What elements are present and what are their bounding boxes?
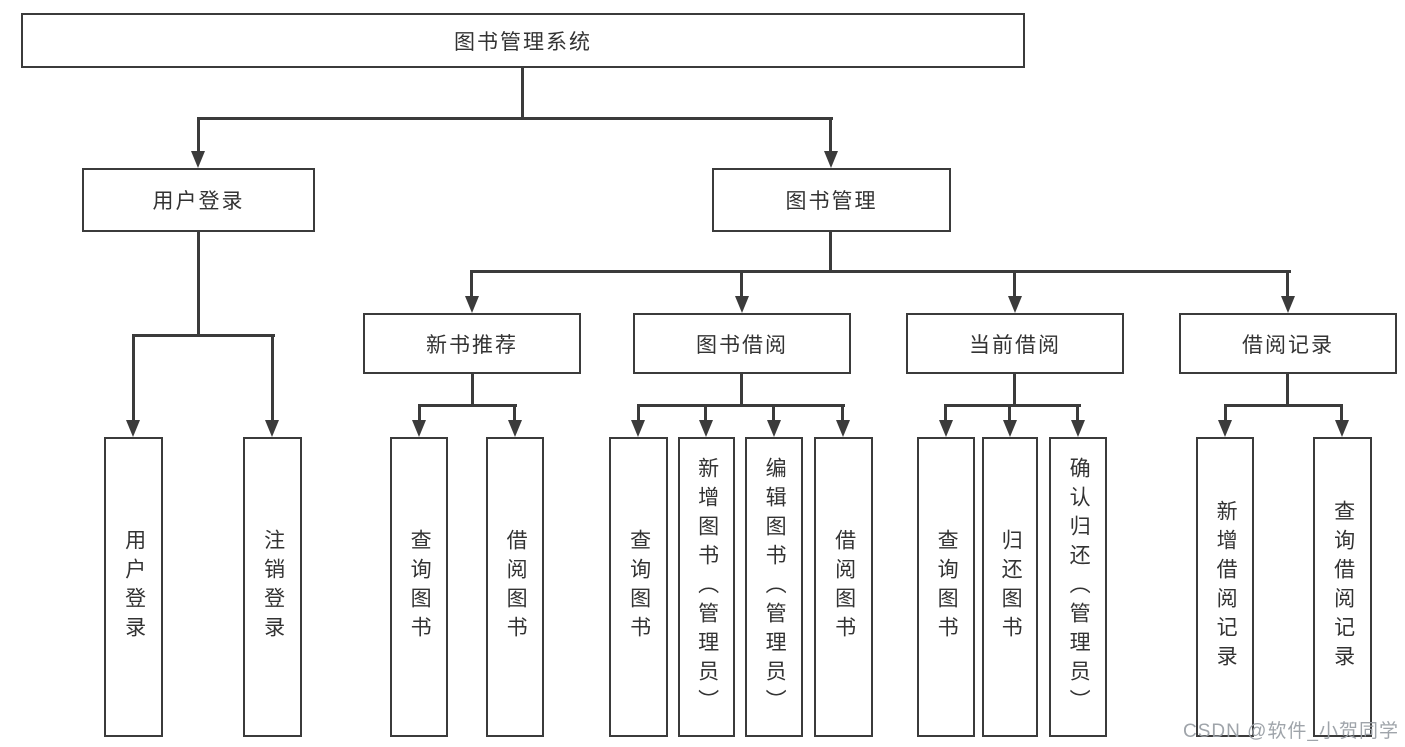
node-label: 确认归还（管理员）: [1067, 456, 1091, 718]
arrow-down-icon: [1003, 420, 1017, 437]
connector-borrow-horizontal: [637, 404, 845, 407]
arrow-down-icon: [265, 420, 279, 437]
connector-stub: [1286, 270, 1289, 299]
connector-current-horizontal: [944, 404, 1081, 407]
arrow-down-icon: [126, 420, 140, 437]
node-label: 借阅图书: [504, 529, 528, 645]
node-label: 新增图书（管理员）: [695, 456, 719, 718]
node-label: 归还图书: [999, 529, 1023, 645]
arrow-down-icon: [1218, 420, 1232, 437]
connector-borrow-vertical: [740, 374, 743, 407]
node-label: 用户登录: [122, 529, 146, 645]
connector-stub: [637, 404, 640, 424]
node-user-login: 用户登录: [82, 168, 315, 232]
connector-stub: [704, 404, 707, 424]
connector-newbooks-vertical: [471, 374, 474, 407]
node-root: 图书管理系统: [21, 13, 1025, 68]
leaf-borrow-edit: 编辑图书（管理员）: [745, 437, 803, 737]
connector-stub: [132, 334, 135, 424]
leaf-current-confirm: 确认归还（管理员）: [1049, 437, 1107, 737]
leaf-newbooks-query: 查询图书: [390, 437, 448, 737]
node-label: 图书借阅: [696, 333, 788, 357]
connector-mgmt-vertical: [829, 232, 832, 273]
connector-stub: [1076, 404, 1079, 424]
leaf-current-query: 查询图书: [917, 437, 975, 737]
arrow-down-icon: [1071, 420, 1085, 437]
arrow-down-icon: [824, 151, 838, 168]
node-book-management: 图书管理: [712, 168, 951, 232]
leaf-borrow-add: 新增图书（管理员）: [678, 437, 735, 737]
connector-user-vertical: [197, 232, 200, 337]
arrow-down-icon: [191, 151, 205, 168]
arrow-down-icon: [836, 420, 850, 437]
node-label: 借阅图书: [832, 529, 856, 645]
node-borrow-records: 借阅记录: [1179, 313, 1397, 374]
connector-stub: [740, 270, 743, 299]
node-label: 新增借阅记录: [1214, 500, 1238, 674]
connector-level2-horizontal: [197, 117, 833, 120]
watermark-text: CSDN @软件_小贺同学: [1183, 721, 1399, 742]
node-label: 图书管理: [785, 190, 878, 213]
arrow-down-icon: [465, 296, 479, 313]
connector-user-horizontal: [132, 334, 275, 337]
connector-stub-book-mgmt: [829, 117, 832, 153]
node-label: 新书推荐: [426, 333, 518, 357]
connector-records-vertical: [1286, 374, 1289, 407]
leaf-borrow-borrow: 借阅图书: [814, 437, 873, 737]
connector-level3-horizontal: [470, 270, 1291, 273]
leaf-borrow-query: 查询图书: [609, 437, 668, 737]
leaf-user-login: 用户登录: [104, 437, 163, 737]
leaf-logout: 注销登录: [243, 437, 302, 737]
arrow-down-icon: [631, 420, 645, 437]
arrow-down-icon: [1008, 296, 1022, 313]
arrow-down-icon: [767, 420, 781, 437]
connector-stub: [772, 404, 775, 424]
connector-stub: [1013, 270, 1016, 299]
arrow-down-icon: [699, 420, 713, 437]
node-label: 查询图书: [408, 529, 432, 645]
leaf-newbooks-borrow: 借阅图书: [486, 437, 544, 737]
connector-root-vertical: [521, 68, 524, 120]
arrow-down-icon: [508, 420, 522, 437]
leaf-current-return: 归还图书: [982, 437, 1038, 737]
node-book-borrow: 图书借阅: [633, 313, 851, 374]
node-label: 注销登录: [261, 529, 285, 645]
node-label: 查询图书: [935, 529, 959, 645]
arrow-down-icon: [1335, 420, 1349, 437]
connector-stub: [513, 404, 516, 424]
node-new-books: 新书推荐: [363, 313, 581, 374]
node-label: 图书管理系统: [454, 30, 592, 54]
node-label: 借阅记录: [1242, 333, 1334, 357]
arrow-down-icon: [735, 296, 749, 313]
connector-stub: [1224, 404, 1227, 424]
node-label: 查询图书: [627, 529, 651, 645]
connector-records-horizontal: [1224, 404, 1343, 407]
leaf-records-add: 新增借阅记录: [1196, 437, 1254, 737]
leaf-records-query: 查询借阅记录: [1313, 437, 1372, 737]
node-current-borrow: 当前借阅: [906, 313, 1124, 374]
connector-stub: [944, 404, 947, 424]
connector-current-vertical: [1013, 374, 1016, 407]
connector-stub-user-login: [197, 117, 200, 153]
connector-stub: [1008, 404, 1011, 424]
node-label: 用户登录: [152, 190, 245, 213]
node-label: 查询借阅记录: [1331, 500, 1355, 674]
connector-stub: [271, 334, 274, 424]
node-label: 编辑图书（管理员）: [763, 456, 787, 718]
node-label: 当前借阅: [969, 333, 1061, 357]
connector-stub: [470, 270, 473, 299]
connector-stub: [418, 404, 421, 424]
arrow-down-icon: [1281, 296, 1295, 313]
arrow-down-icon: [939, 420, 953, 437]
connector-stub: [841, 404, 844, 424]
connector-newbooks-horizontal: [418, 404, 517, 407]
arrow-down-icon: [412, 420, 426, 437]
connector-stub: [1340, 404, 1343, 424]
